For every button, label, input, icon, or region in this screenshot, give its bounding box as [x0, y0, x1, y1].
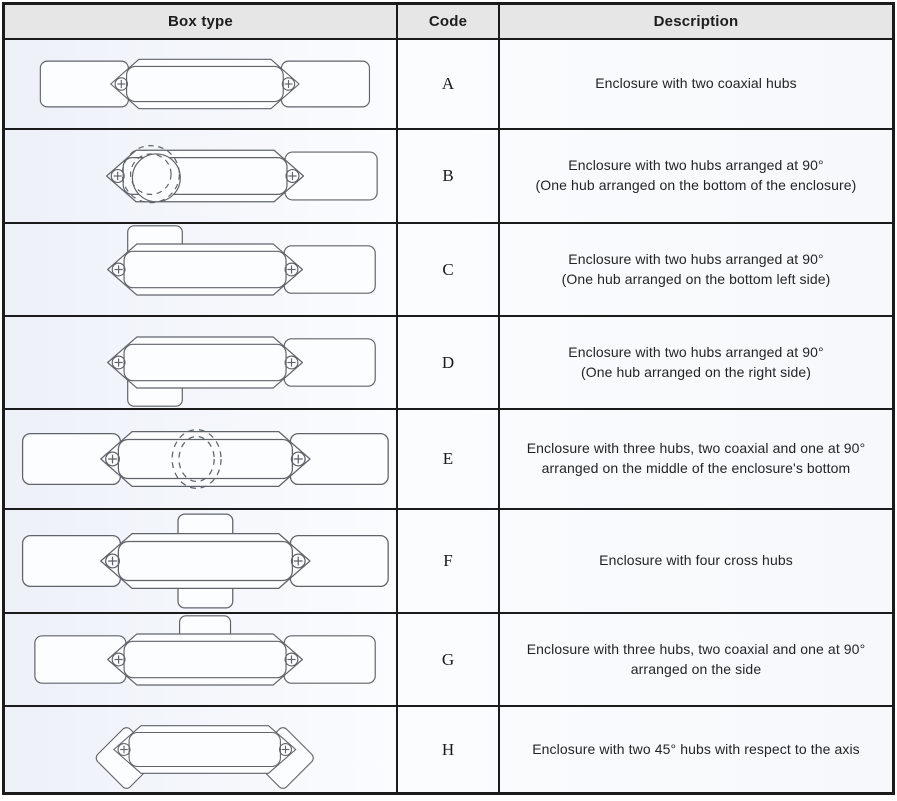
description-line: Enclosure with two hubs arranged at 90°: [568, 250, 824, 267]
description-line: arranged on the middle of the enclosure'…: [541, 460, 851, 476]
enclosure-right-hub-and-bottom-hub-diagram: [5, 130, 396, 222]
description-text: Enclosure with three hubs, two coaxial a…: [498, 614, 892, 705]
description-text: Enclosure with two coaxial hubs: [498, 40, 892, 128]
description-line: Enclosure with three hubs, two coaxial a…: [526, 640, 866, 657]
code-letter: G: [396, 614, 498, 705]
code-letter: A: [396, 40, 498, 128]
description-line: (One hub arranged on the bottom of the e…: [535, 177, 857, 193]
enclosure-four-cross-hubs-diagram: [5, 510, 396, 612]
description-text: Enclosure with four cross hubs: [498, 510, 892, 612]
enclosure-two-coaxial-hubs-diagram: [5, 40, 396, 128]
description-line: Enclosure with two hubs arranged at 90°: [568, 157, 824, 174]
table-header-row: Box type Code Description: [5, 5, 892, 38]
table-row: H Enclosure with two 45° hubs with respec…: [5, 705, 892, 792]
code-letter: E: [396, 410, 498, 508]
description-text: Enclosure with two hubs arranged at 90° (…: [498, 317, 892, 408]
enclosure-top-left-hub-and-right-hub-diagram: [5, 224, 396, 315]
description-line: Enclosure with three hubs, two coaxial a…: [526, 440, 866, 457]
enclosure-two-45-degree-hubs-diagram: [5, 707, 396, 792]
description-line: Enclosure with two 45° hubs with respect…: [532, 740, 860, 757]
header-cell-description: Description: [498, 5, 892, 38]
description-text: Enclosure with two 45° hubs with respect…: [498, 707, 892, 792]
table-row: A Enclosure with two coaxial hubs: [5, 38, 892, 128]
description-line: Enclosure with two hubs arranged at 90°: [568, 343, 824, 360]
code-letter: H: [396, 707, 498, 792]
header-cell-code: Code: [396, 5, 498, 38]
description-text: Enclosure with two hubs arranged at 90° (…: [498, 130, 892, 222]
description-line: arranged on the side: [630, 660, 762, 677]
table-row: E Enclosure with three hubs, two coaxial …: [5, 408, 892, 508]
description-line: (One hub arranged on the bottom left sid…: [561, 270, 831, 287]
table-row: F Enclosure with four cross hubs: [5, 508, 892, 612]
code-letter: F: [396, 510, 498, 612]
description-text: Enclosure with two hubs arranged at 90° (…: [498, 224, 892, 315]
enclosure-bottom-left-hub-and-right-hub-diagram: [5, 317, 396, 408]
code-letter: C: [396, 224, 498, 315]
description-line: (One hub arranged on the right side): [580, 363, 812, 380]
enclosure-two-coaxial-hubs-and-center-bottom-hub-diagram: [5, 410, 396, 508]
table-row: G Enclosure with three hubs, two coaxial …: [5, 612, 892, 705]
description-text: Enclosure with three hubs, two coaxial a…: [498, 410, 892, 508]
description-line: Enclosure with two coaxial hubs: [595, 75, 797, 92]
description-line: Enclosure with four cross hubs: [599, 552, 793, 569]
enclosure-two-coaxial-hubs-and-top-hub-diagram: [5, 614, 396, 705]
code-letter: B: [396, 130, 498, 222]
code-letter: D: [396, 317, 498, 408]
header-cell-box-type: Box type: [168, 13, 233, 30]
